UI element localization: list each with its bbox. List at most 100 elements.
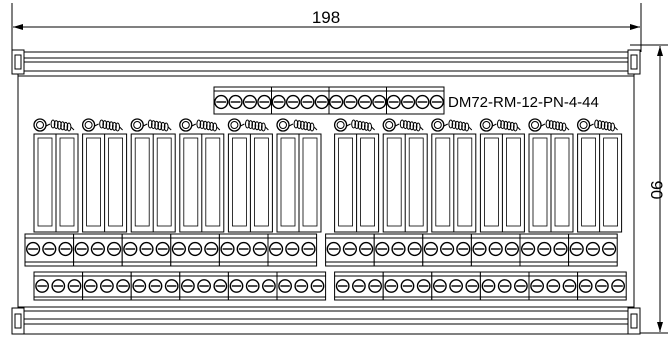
middle-terminal-screw xyxy=(407,241,422,257)
relay xyxy=(479,118,525,233)
middle-terminal-block xyxy=(568,233,618,267)
middle-terminal-screw xyxy=(423,241,439,257)
bottom-terminal-screw xyxy=(261,279,276,293)
bottom-terminal-screw xyxy=(368,279,382,293)
middle-terminal-screw xyxy=(601,241,617,257)
middle-terminal-block xyxy=(373,233,424,267)
middle-terminal-screw xyxy=(171,241,187,257)
middle-terminal-screw xyxy=(472,241,487,257)
middle-terminal-screw xyxy=(504,241,520,257)
bottom-terminal-screw xyxy=(465,279,480,293)
led-indicator-icon xyxy=(276,118,290,132)
middle-terminal-screw xyxy=(301,241,316,257)
relay xyxy=(431,118,477,233)
middle-terminal-block xyxy=(218,233,269,267)
rail-end-clamp-right xyxy=(627,49,641,335)
middle-terminal-screw xyxy=(520,241,536,257)
relay xyxy=(130,118,176,233)
bottom-terminal-block xyxy=(479,271,530,301)
middle-terminal-block xyxy=(422,233,472,267)
height-dimension-label: 90 xyxy=(647,181,666,200)
relay xyxy=(333,118,380,233)
bottom-terminal-screw xyxy=(400,279,415,293)
bottom-terminal-screw xyxy=(67,279,82,293)
relay xyxy=(382,118,428,233)
middle-terminal-block xyxy=(470,233,521,267)
middle-terminal-screw xyxy=(488,241,503,257)
top-terminal-screw xyxy=(271,94,286,110)
varistor-icon xyxy=(394,119,424,132)
bottom-terminal-block xyxy=(130,271,181,301)
middle-terminal-screw xyxy=(342,241,358,257)
middle-terminal-screw xyxy=(236,241,251,257)
middle-terminal-screw xyxy=(42,241,57,257)
top-terminal-screw xyxy=(429,94,444,110)
middle-terminal-screw xyxy=(569,241,584,257)
bottom-terminal-block xyxy=(82,271,132,301)
relay xyxy=(528,118,574,233)
middle-terminal-block xyxy=(267,233,318,267)
led-indicator-icon xyxy=(81,118,96,132)
relay xyxy=(576,118,623,233)
varistor-icon xyxy=(492,119,521,132)
bottom-terminal-screw xyxy=(416,279,431,293)
varistor-icon xyxy=(142,119,172,132)
top-terminal-screw xyxy=(314,94,329,110)
varistor-icon xyxy=(288,119,318,132)
middle-terminal-screw xyxy=(359,241,374,257)
middle-terminal-screw xyxy=(269,241,284,257)
middle-terminal-screw xyxy=(106,241,122,257)
bottom-terminal-screw xyxy=(562,279,577,293)
bottom-terminal-row xyxy=(33,271,627,301)
bottom-terminal-screw xyxy=(611,279,625,293)
bottom-terminal-block xyxy=(179,271,229,301)
top-terminal-strip xyxy=(213,86,445,115)
led-indicator-icon xyxy=(130,118,144,132)
bottom-terminal-block xyxy=(33,271,84,301)
middle-terminal-screw xyxy=(123,241,138,257)
led-indicator-icon xyxy=(227,118,242,132)
bottom-terminal-block xyxy=(431,271,481,301)
bottom-terminal-screw xyxy=(132,279,147,293)
bottom-terminal-screw xyxy=(245,279,260,293)
top-terminal-screw xyxy=(415,94,430,110)
led-indicator-icon xyxy=(576,118,591,132)
middle-terminal-screw xyxy=(90,241,106,257)
top-terminal-screw xyxy=(372,94,387,110)
bottom-terminal-screw xyxy=(116,279,131,293)
bottom-terminal-screw xyxy=(481,279,496,293)
top-terminal-screw xyxy=(242,94,258,110)
bottom-terminal-screw xyxy=(546,279,561,293)
middle-terminal-screw xyxy=(188,241,203,257)
middle-terminal-screw xyxy=(204,241,219,257)
middle-terminal-screw xyxy=(139,241,154,257)
middle-terminal-screw xyxy=(220,241,235,257)
varistor-icon xyxy=(589,119,618,132)
middle-terminal-screw xyxy=(375,241,390,257)
led-indicator-icon xyxy=(431,118,445,132)
bottom-terminal-screw xyxy=(335,279,350,293)
varistor-icon xyxy=(346,119,375,132)
varistor-icon xyxy=(94,119,123,132)
bottom-terminal-screw xyxy=(278,279,292,293)
top-terminal-screw xyxy=(214,94,229,110)
middle-terminal-screw xyxy=(585,241,601,257)
varistor-icon xyxy=(540,119,570,132)
relay-row xyxy=(33,118,623,233)
varistor-icon xyxy=(443,119,473,132)
middle-terminal-screw xyxy=(155,241,170,257)
top-terminal-screw xyxy=(343,94,358,110)
rail-end-clamp-left xyxy=(11,49,25,335)
top-terminal-screw xyxy=(357,94,373,110)
bottom-terminal-block xyxy=(382,271,433,301)
middle-terminal-block xyxy=(24,233,75,267)
middle-terminal-screw xyxy=(553,241,568,257)
relay xyxy=(179,118,225,233)
bottom-terminal-screw xyxy=(384,279,399,293)
middle-terminal-screw xyxy=(391,241,406,257)
middle-terminal-screw xyxy=(326,241,341,257)
width-dimension xyxy=(11,3,642,52)
bottom-terminal-screw xyxy=(197,279,212,293)
width-dimension-label: 198 xyxy=(312,8,340,27)
